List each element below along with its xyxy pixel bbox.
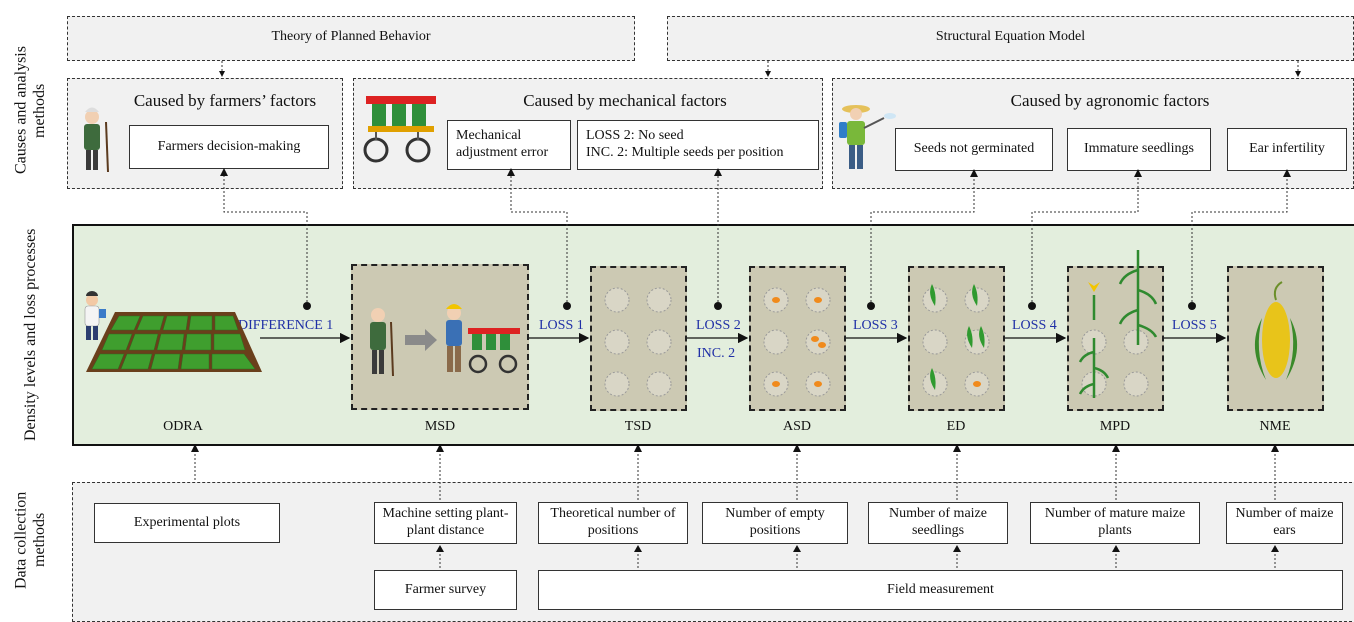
- cause-dots: [303, 302, 1196, 310]
- ed-seedlings: [930, 284, 985, 390]
- tsd-positions: [604, 287, 672, 397]
- mpd-plants: [1078, 250, 1158, 398]
- farmer-icon: [84, 107, 109, 173]
- msd-illustration: [370, 304, 520, 377]
- field-plots-illustration: [84, 291, 262, 372]
- method-connectors: [219, 61, 1301, 77]
- sprayer-farmer-icon: [839, 105, 896, 169]
- tpb-label: Theory of Planned Behavior: [271, 29, 431, 44]
- loss2-cause-line2: INC. 2: Multiple seeds per position: [586, 145, 784, 160]
- empty-positions-box: Number of empty positions: [702, 502, 848, 544]
- loss2-cause-box: LOSS 2: No seed INC. 2: Multiple seeds p…: [577, 120, 819, 170]
- loss4-label: LOSS 4: [1012, 318, 1057, 333]
- cause-arrowheads: [220, 168, 1291, 177]
- farmers-factors-title: Caused by farmers’ factors: [133, 91, 317, 110]
- stage-label-asd: ASD: [782, 419, 811, 434]
- mechanical-factors-title: Caused by mechanical factors: [523, 91, 727, 110]
- stage-label-nme: NME: [1259, 419, 1291, 434]
- maize-ears-box: Number of maize ears: [1226, 502, 1343, 544]
- asd-positions: [763, 287, 831, 397]
- loss1-label: LOSS 1: [539, 318, 584, 333]
- farmer-survey-box: Farmer survey: [374, 570, 517, 610]
- data-arrowheads: [191, 444, 1279, 552]
- asd-seeds: [772, 297, 826, 387]
- agronomic-factors-title: Caused by agronomic factors: [1010, 91, 1210, 110]
- nme-ear-icon: [1254, 281, 1298, 380]
- data-connectors: [194, 448, 1276, 568]
- field-measurement-box: Field measurement: [538, 570, 1343, 610]
- immature-seedlings-box: Immature seedlings: [1067, 128, 1211, 171]
- stage-label-tsd: TSD: [624, 419, 652, 434]
- stage-label-msd: MSD: [424, 419, 456, 434]
- loss2-label: LOSS 2: [696, 318, 741, 333]
- ear-infertility-box: Ear infertility: [1227, 128, 1347, 171]
- experimental-plots-box: Experimental plots: [94, 503, 280, 543]
- theoretical-positions-box: Theoretical number of positions: [538, 502, 688, 544]
- seeds-not-germinated-box: Seeds not germinated: [895, 128, 1053, 171]
- maize-seedlings-box: Number of maize seedlings: [868, 502, 1008, 544]
- stage-label-mpd: MPD: [1099, 419, 1131, 434]
- inc2-label: INC. 2: [697, 346, 736, 361]
- machine-setting-box: Machine setting plant-plant distance: [374, 502, 517, 544]
- mature-plants-box: Number of mature maize plants: [1030, 502, 1200, 544]
- tpb-box: [67, 16, 635, 61]
- ed-ungerminated-seed: [973, 381, 981, 387]
- sem-box: [667, 16, 1354, 61]
- difference1-label: DIFFERENCE 1: [238, 318, 334, 333]
- seeder-icon: [363, 96, 436, 163]
- stage-label-ed: ED: [946, 419, 966, 434]
- farmers-decision-box: Farmers decision-making: [129, 125, 329, 169]
- mechanical-error-box: Mechanical adjustment error: [447, 120, 571, 170]
- cause-connectors: [223, 172, 1288, 306]
- stage-label-odra: ODRA: [163, 419, 203, 434]
- loss3-label: LOSS 3: [853, 318, 898, 333]
- loss5-label: LOSS 5: [1172, 318, 1217, 333]
- loss2-cause-line1: LOSS 2: No seed: [586, 128, 684, 144]
- sem-label: Structural Equation Model: [935, 29, 1086, 44]
